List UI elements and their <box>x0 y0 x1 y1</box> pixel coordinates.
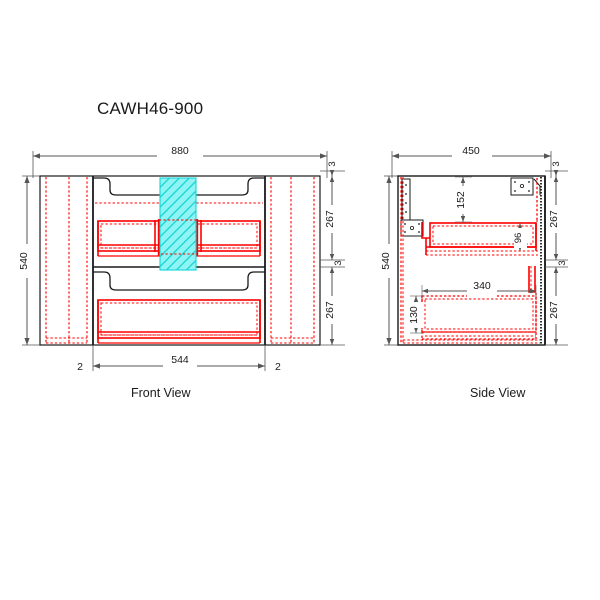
side-view-group: 450 540 <box>380 145 568 346</box>
side-view-label: Side View <box>470 386 526 400</box>
page-title: CAWH46-900 <box>97 99 204 118</box>
front-view-group: 880 540 <box>18 145 345 373</box>
side-dim-96-text: 96 <box>513 233 524 244</box>
front-dim-880-text: 880 <box>171 145 189 157</box>
front-dim-267-lower-text: 267 <box>324 301 336 319</box>
side-wall-bracket-left <box>400 178 424 237</box>
side-dim-340: 340 <box>421 280 537 297</box>
front-lower-drawer-handle-profile <box>93 271 265 291</box>
side-dim-130: 130 <box>408 295 424 334</box>
side-dim-152-text: 152 <box>455 191 467 209</box>
front-view-label: Front View <box>131 386 191 400</box>
side-dim-depth-450: 450 <box>391 145 552 178</box>
side-dim-96: 96 <box>513 223 527 251</box>
side-dim-height-540: 540 <box>380 175 400 346</box>
front-dim-3-top-text: 3 <box>327 161 338 166</box>
side-dim-130-text: 130 <box>408 306 420 324</box>
side-dim-540-text: 540 <box>380 252 392 270</box>
side-mounting-plate-right <box>510 177 541 196</box>
front-dim-267-upper-text: 267 <box>324 210 336 228</box>
side-dim-267-lower-text: 267 <box>548 301 560 319</box>
side-dim-152: 152 <box>455 176 472 223</box>
side-dim-340-text: 340 <box>473 280 491 292</box>
front-dim-2-left-text: 2 <box>77 361 83 373</box>
side-dim-450-text: 450 <box>462 145 480 157</box>
front-dim-height-540: 540 <box>18 175 40 346</box>
front-dim-540-text: 540 <box>18 252 30 270</box>
side-dim-3-top-text: 3 <box>551 161 562 166</box>
front-carcass-outline <box>39 175 321 346</box>
front-dim-3-mid-text: 3 <box>333 260 344 265</box>
front-dim-2-right-text: 2 <box>275 361 281 373</box>
side-dim-3-mid-text: 3 <box>557 260 568 265</box>
front-cyan-hatch-section <box>158 177 198 271</box>
front-dim-544-text: 544 <box>171 354 189 366</box>
side-dim-267-upper-text: 267 <box>548 210 560 228</box>
front-dim-chain-bottom: 544 2 2 <box>77 345 281 373</box>
front-dim-width-880: 880 <box>32 145 328 178</box>
front-dim-chain-right: 3 267 3 267 <box>320 161 345 346</box>
side-dim-chain-right: 3 267 3 267 <box>545 161 568 346</box>
